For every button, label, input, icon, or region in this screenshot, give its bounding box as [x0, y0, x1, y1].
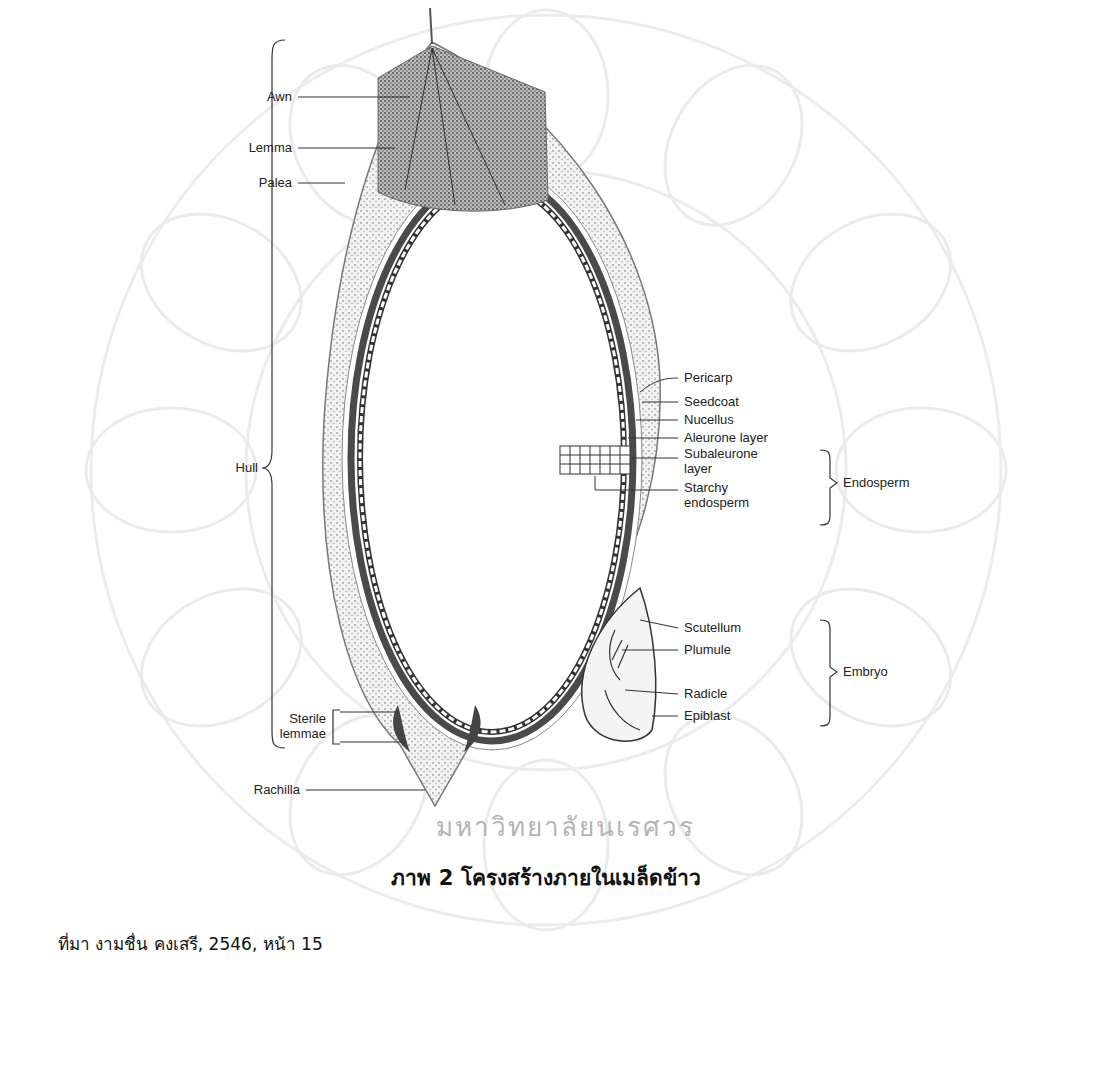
watermark-text: มหาวิทยาลัยนเรศวร [436, 813, 695, 843]
part-label: Seedcoat [684, 395, 739, 410]
part-label: Pericarp [684, 371, 732, 386]
endosperm-cells [560, 446, 630, 474]
part-label: Nucellus [684, 413, 734, 428]
part-label: Palea [259, 176, 292, 191]
figure-caption: ภาพ 2 โครงสร้างภายในเมล็ดข้าว [391, 866, 700, 890]
part-label: Scutellum [684, 621, 741, 636]
part-label: Radicle [684, 687, 727, 702]
part-label: Starchy endosperm [684, 481, 779, 511]
sterile-lemma [464, 705, 481, 752]
watermark-petal [86, 408, 256, 532]
part-label: Aleurone layer [684, 431, 768, 446]
part-label: Epiblast [684, 709, 730, 724]
hull-outline [323, 42, 660, 806]
awn [430, 8, 432, 44]
sterile-lemma [393, 705, 410, 752]
part-label: Subaleurone layer [684, 447, 779, 477]
watermark-petal [766, 186, 975, 378]
watermark-petal [766, 561, 975, 753]
leader-lines [298, 97, 678, 790]
watermark-petal [117, 561, 326, 753]
watermark-petal [836, 408, 1006, 532]
watermark-petal [637, 41, 829, 250]
part-label: Sterile lemmae [256, 712, 326, 742]
group-label: Embryo [843, 665, 888, 680]
watermark-petal [117, 186, 326, 378]
group-label: Endosperm [843, 476, 909, 491]
lemma-veins [405, 48, 505, 205]
embryo [582, 588, 656, 741]
lemma-tip [378, 46, 548, 211]
brackets [262, 40, 837, 748]
group-label: Hull [236, 461, 258, 476]
part-label: Rachilla [254, 783, 300, 798]
part-label: Lemma [249, 141, 292, 156]
embryo-parts [605, 630, 640, 730]
watermark-petal [484, 760, 608, 930]
source-note: ที่มา งามชื่น คงเสรี, 2546, หน้า 15 [58, 935, 323, 955]
part-label: Plumule [684, 643, 731, 658]
part-label: Awn [267, 90, 292, 105]
watermark-logo [86, 10, 1006, 930]
